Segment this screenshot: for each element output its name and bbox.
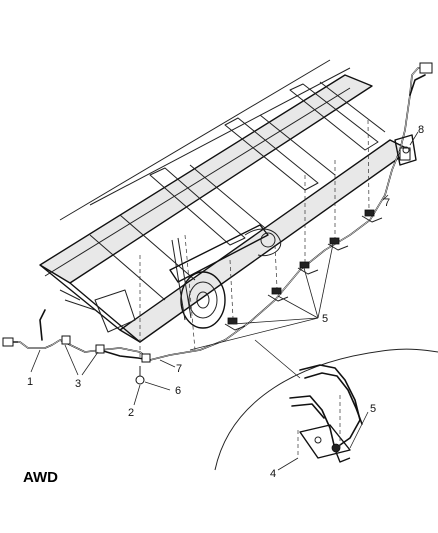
callout-3: 3 <box>75 378 81 390</box>
callout-leaders <box>30 131 419 471</box>
callout-7-upper: 7 <box>384 197 390 209</box>
right-hose-fitting <box>419 62 433 74</box>
dashed-alignment-lines <box>139 119 370 358</box>
hose-bracket <box>394 134 417 166</box>
vehicle-frame <box>39 59 411 343</box>
bolt-fastener <box>135 366 145 385</box>
left-hose-fitting <box>2 337 18 347</box>
brake-tube-main <box>7 67 429 361</box>
callout-2: 2 <box>128 407 134 419</box>
tube-clips <box>61 147 411 363</box>
variant-label: AWD <box>23 469 58 486</box>
callout-labels: 1 2 3 4 5 5 6 7 7 8 <box>27 124 424 480</box>
callout-4: 4 <box>270 468 276 480</box>
callout-1: 1 <box>27 376 33 388</box>
callout-8: 8 <box>418 124 424 136</box>
detail-inset <box>214 339 438 471</box>
callout-5-detail: 5 <box>370 403 376 415</box>
callout-7-lower: 7 <box>176 363 182 375</box>
callout-5-main: 5 <box>322 313 328 325</box>
callout-6: 6 <box>175 385 181 397</box>
